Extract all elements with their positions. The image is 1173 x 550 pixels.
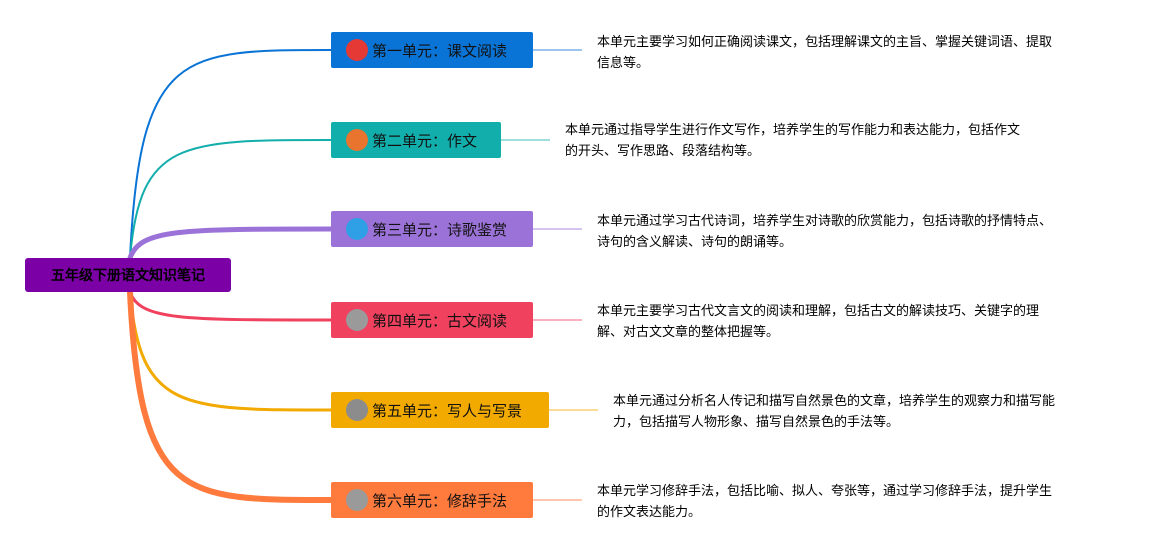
connector-unit-1 xyxy=(129,49,332,259)
description-line: 本单元通过学习古代诗词，培养学生对诗歌的欣赏能力，包括诗歌的抒情特点、 xyxy=(597,214,1053,229)
unit-description-1[interactable]: 本单元主要学习如何正确阅读课文，包括理解课文的主旨、掌握关键词语、提取信息等。 xyxy=(597,32,1052,74)
connector-unit-3 xyxy=(127,226,334,261)
description-line: 力，包括描写人物形象、描写自然景色的手法等。 xyxy=(613,415,900,430)
description-line: 的作文表达能力。 xyxy=(597,505,702,520)
description-line: 的开头、写作思路、段落结构等。 xyxy=(565,144,761,159)
description-line: 本单元学习修辞手法，包括比喻、拟人、夸张等，通过学习修辞手法，提升学生 xyxy=(597,484,1053,499)
unit-description-2[interactable]: 本单元通过指导学生进行作文写作，培养学生的写作能力和表达能力，包括作文的开头、写… xyxy=(565,120,1020,162)
description-line: 诗句的含义解读、诗句的朗诵等。 xyxy=(597,235,793,250)
description-line: 信息等。 xyxy=(597,56,650,71)
unit-label: 第五单元：写人与写景 xyxy=(372,401,523,420)
unit-description-3[interactable]: 本单元通过学习古代诗词，培养学生对诗歌的欣赏能力，包括诗歌的抒情特点、诗句的含义… xyxy=(597,211,1052,253)
root-topic[interactable]: 五年级下册语文知识笔记 xyxy=(25,258,231,292)
unit-number-badge: 6 xyxy=(346,489,368,511)
unit-number-badge: 4 xyxy=(346,309,368,331)
description-line: 本单元主要学习古代文言文的阅读和理解，包括古文的解读技巧、关键字的理 xyxy=(597,304,1040,319)
unit-number-badge: 5 xyxy=(346,399,368,421)
unit-number-badge: 3 xyxy=(346,218,368,240)
connector-unit-2 xyxy=(129,139,332,259)
unit-description-5[interactable]: 本单元通过分析名人传记和描写自然景色的文章，培养学生的观察力和描写能力，包括描写… xyxy=(613,391,1055,433)
connector-unit-6 xyxy=(127,289,334,503)
unit-description-6[interactable]: 本单元学习修辞手法，包括比喻、拟人、夸张等，通过学习修辞手法，提升学生的作文表达… xyxy=(597,481,1052,523)
unit-label: 第四单元：古文阅读 xyxy=(372,311,508,330)
unit-number-badge: 2 xyxy=(346,129,368,151)
unit-description-4[interactable]: 本单元主要学习古代文言文的阅读和理解，包括古文的解读技巧、关键字的理解、对古文文… xyxy=(597,301,1039,343)
unit-label: 第二单元：作文 xyxy=(372,131,478,150)
connector-unit-5 xyxy=(128,290,333,412)
description-line: 本单元通过分析名人传记和描写自然景色的文章，培养学生的观察力和描写能 xyxy=(613,394,1056,409)
unit-label: 第六单元：修辞手法 xyxy=(372,491,508,510)
description-line: 本单元主要学习如何正确阅读课文，包括理解课文的主旨、掌握关键词语、提取 xyxy=(597,35,1053,50)
connector-unit-4 xyxy=(128,290,333,322)
unit-label: 第三单元：诗歌鉴赏 xyxy=(372,220,508,239)
unit-number-badge: 1 xyxy=(346,39,368,61)
unit-label: 第一单元：课文阅读 xyxy=(372,41,508,60)
description-line: 本单元通过指导学生进行作文写作，培养学生的写作能力和表达能力，包括作文 xyxy=(565,123,1021,138)
description-line: 解、对古文文章的整体把握等。 xyxy=(597,325,780,340)
